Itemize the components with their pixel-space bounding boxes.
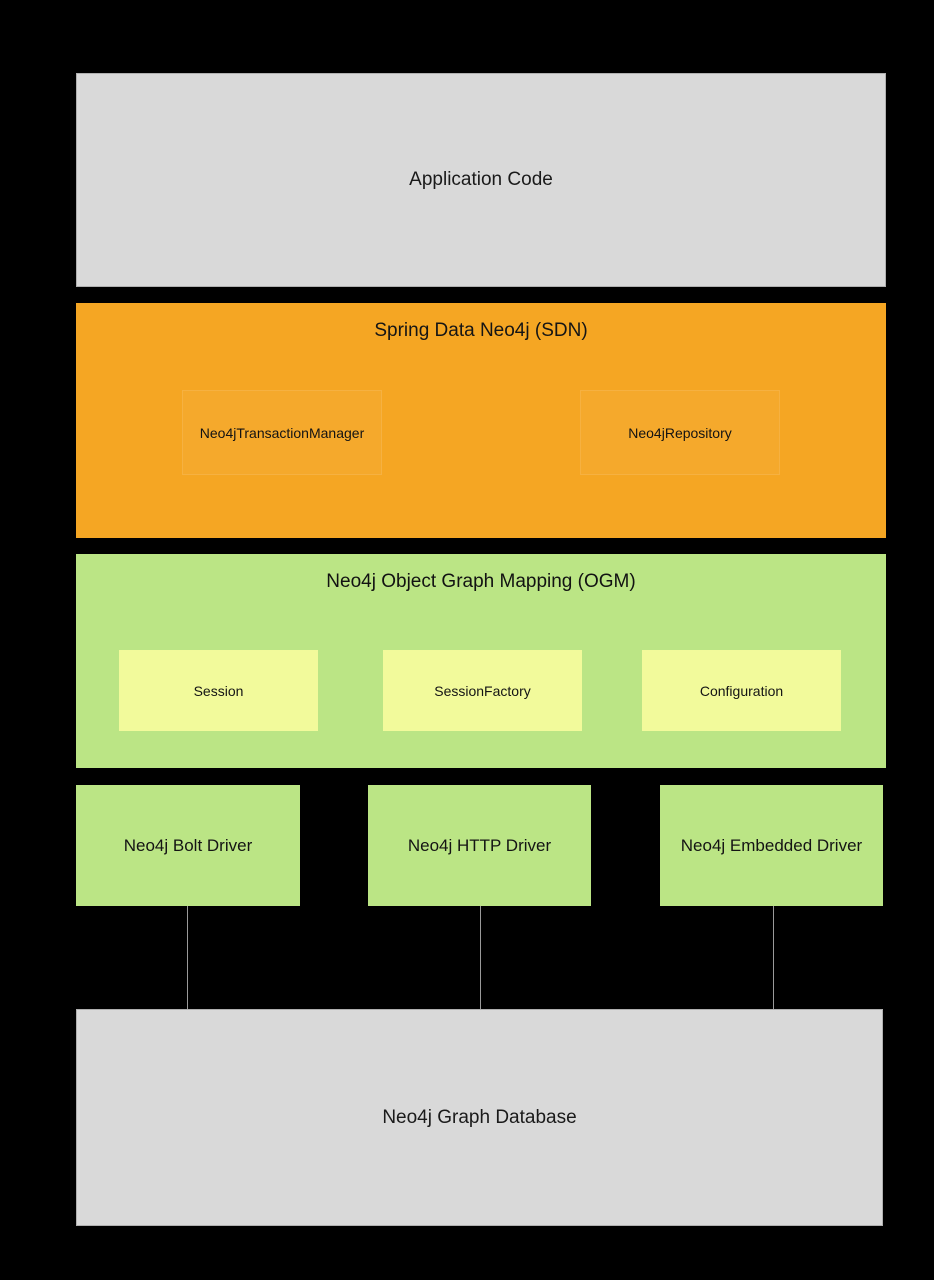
layer-neo4j-ogm: Neo4j Object Graph Mapping (OGM) Session…: [76, 554, 886, 768]
sdn-component-repository: Neo4jRepository: [580, 390, 780, 475]
ogm-component-configuration: Configuration: [642, 650, 841, 731]
ogm-component-configuration-label: Configuration: [699, 682, 784, 699]
sdn-component-repository-label: Neo4jRepository: [628, 424, 732, 441]
ogm-component-session-label: Session: [193, 682, 244, 699]
ogm-label: Neo4j Object Graph Mapping (OGM): [326, 571, 636, 592]
connector-http-to-database: [480, 906, 481, 1009]
driver-bolt: Neo4j Bolt Driver: [76, 785, 300, 906]
ogm-component-session-factory: SessionFactory: [383, 650, 582, 731]
connector-bolt-to-database: [187, 906, 188, 1009]
sdn-label: Spring Data Neo4j (SDN): [374, 320, 588, 341]
driver-http: Neo4j HTTP Driver: [368, 785, 591, 906]
sdn-component-transaction-manager-label: Neo4jTransactionManager: [199, 424, 365, 441]
sdn-component-transaction-manager: Neo4jTransactionManager: [182, 390, 382, 475]
sdn-components: Neo4jTransactionManager Neo4jRepository: [76, 390, 886, 475]
driver-http-label: Neo4j HTTP Driver: [407, 835, 552, 855]
connector-embedded-to-database: [773, 906, 774, 1009]
layer-spring-data-neo4j: Spring Data Neo4j (SDN) Neo4jTransaction…: [76, 303, 886, 538]
ogm-component-session-factory-label: SessionFactory: [434, 682, 531, 699]
application-code-label: Application Code: [409, 169, 553, 190]
driver-embedded-label: Neo4j Embedded Driver: [680, 835, 863, 855]
ogm-components: Session SessionFactory Configuration: [76, 650, 886, 731]
graph-database-label: Neo4j Graph Database: [382, 1106, 577, 1128]
layer-application-code: Application Code: [76, 73, 886, 287]
ogm-component-session: Session: [119, 650, 318, 731]
layer-neo4j-graph-database: Neo4j Graph Database: [76, 1009, 883, 1226]
driver-bolt-label: Neo4j Bolt Driver: [123, 835, 253, 855]
driver-embedded: Neo4j Embedded Driver: [660, 785, 883, 906]
